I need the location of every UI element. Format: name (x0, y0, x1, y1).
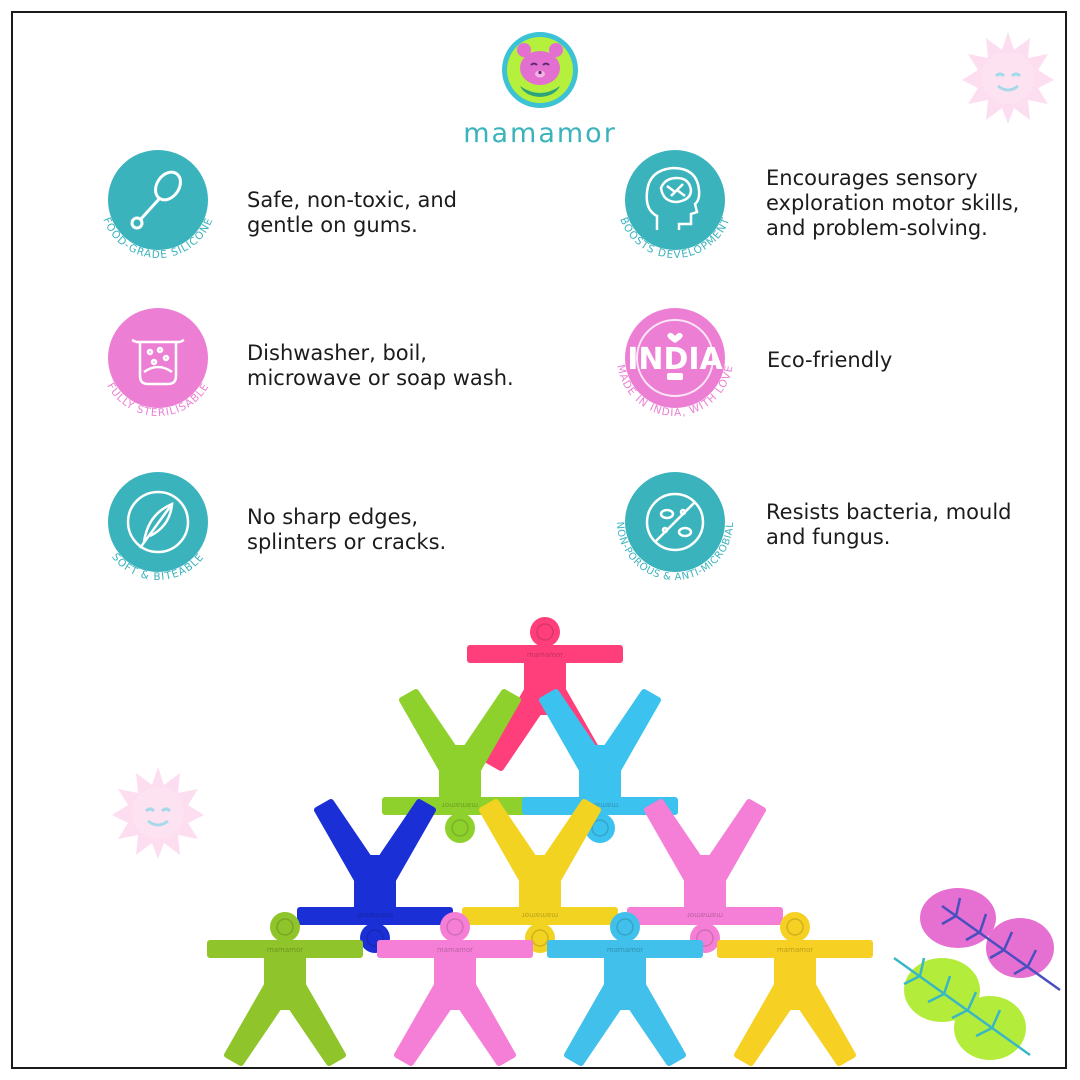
teether-print-label: mamamor (687, 911, 723, 919)
boosts-development-badge: BOOSTS DEVELOPMENT (617, 150, 732, 261)
boiling-pot-icon (131, 338, 185, 386)
feature-text-soft: No sharp edges, splinters or cracks. (247, 505, 447, 554)
microbe-icon (645, 492, 705, 552)
teether-figure: mamamor (717, 912, 873, 1066)
feature-text-eco-friendly: Eco-friendly (767, 348, 893, 372)
leaf-pink (920, 888, 1061, 992)
teether-figure: mamamor (522, 689, 678, 843)
teether-head (610, 912, 640, 942)
feature-text-food-grade: Safe, non-toxic, and gentle on gums. (247, 188, 458, 237)
teether-figure: mamamor (627, 799, 783, 953)
teether-head (270, 912, 300, 942)
teether-head (445, 813, 475, 843)
feature-text-anti-microbial: Resists bacteria, mould and fungus. (766, 500, 1012, 549)
feature-text-sterilisable: Dishwasher, boil, microwave or soap wash… (247, 341, 514, 390)
fully-sterilisable-badge: FULLY STERILISABLE (104, 308, 211, 419)
teether-head (780, 912, 810, 942)
smiley-face-icon (616, 918, 634, 936)
heart-icon (667, 332, 683, 343)
leaf-green (893, 956, 1031, 1060)
teether-figure: mamamor (207, 912, 363, 1066)
teether-figure: mamamor (547, 912, 703, 1066)
teether-figure: mamamor (462, 799, 618, 953)
teether-print-label: mamamor (607, 946, 643, 954)
smiley-face-icon (696, 929, 714, 947)
teether-print-label: mamamor (357, 911, 393, 919)
teether-print-label: mamamor (522, 911, 558, 919)
spoon-icon (130, 170, 182, 230)
anti-microbial-badge: NON-POROUS & ANTI-MICROBIAL (614, 472, 735, 583)
sun-face-icon (112, 767, 204, 859)
teether-figure: mamamor (297, 799, 453, 953)
smiley-face-icon (591, 819, 609, 837)
india-heart-icon: INDIA (627, 342, 723, 377)
mamamor-bear-logo (502, 32, 578, 108)
sun-face-icon (962, 32, 1054, 124)
teether-head (530, 617, 560, 647)
teether-print-label: mamamor (437, 946, 473, 954)
smiley-face-icon (451, 819, 469, 837)
brain-head-icon (645, 166, 701, 230)
teether-print-label: mamamor (442, 801, 478, 809)
food-grade-silicone-badge: FOOD-GRADE SILICONE (100, 150, 215, 261)
teether-print-label: mamamor (582, 801, 618, 809)
smiley-face-icon (446, 918, 464, 936)
smiley-face-icon (531, 929, 549, 947)
soft-biteable-badge: SOFT & BITEABLE (108, 472, 208, 583)
teether-figure: mamamor (377, 912, 533, 1066)
feather-icon (126, 490, 190, 554)
smiley-face-icon (786, 918, 804, 936)
feature-text-development: Encourages sensory exploration motor ski… (766, 166, 1020, 240)
made-in-india-badge: INDIA MADE IN INDIA, WITH LOVE (614, 308, 735, 419)
smiley-face-icon (536, 623, 554, 641)
teether-print-label: mamamor (777, 946, 813, 954)
brand-name: mamamor (463, 118, 617, 149)
smiley-face-icon (276, 918, 294, 936)
smiley-face-icon (366, 929, 384, 947)
leaf-decoration-icon (893, 888, 1061, 1060)
teether-head (440, 912, 470, 942)
teether-figure: mamamor (382, 689, 538, 843)
teether-print-label: mamamor (527, 651, 563, 659)
teether-print-label: mamamor (267, 946, 303, 954)
page-frame (11, 11, 1067, 1069)
